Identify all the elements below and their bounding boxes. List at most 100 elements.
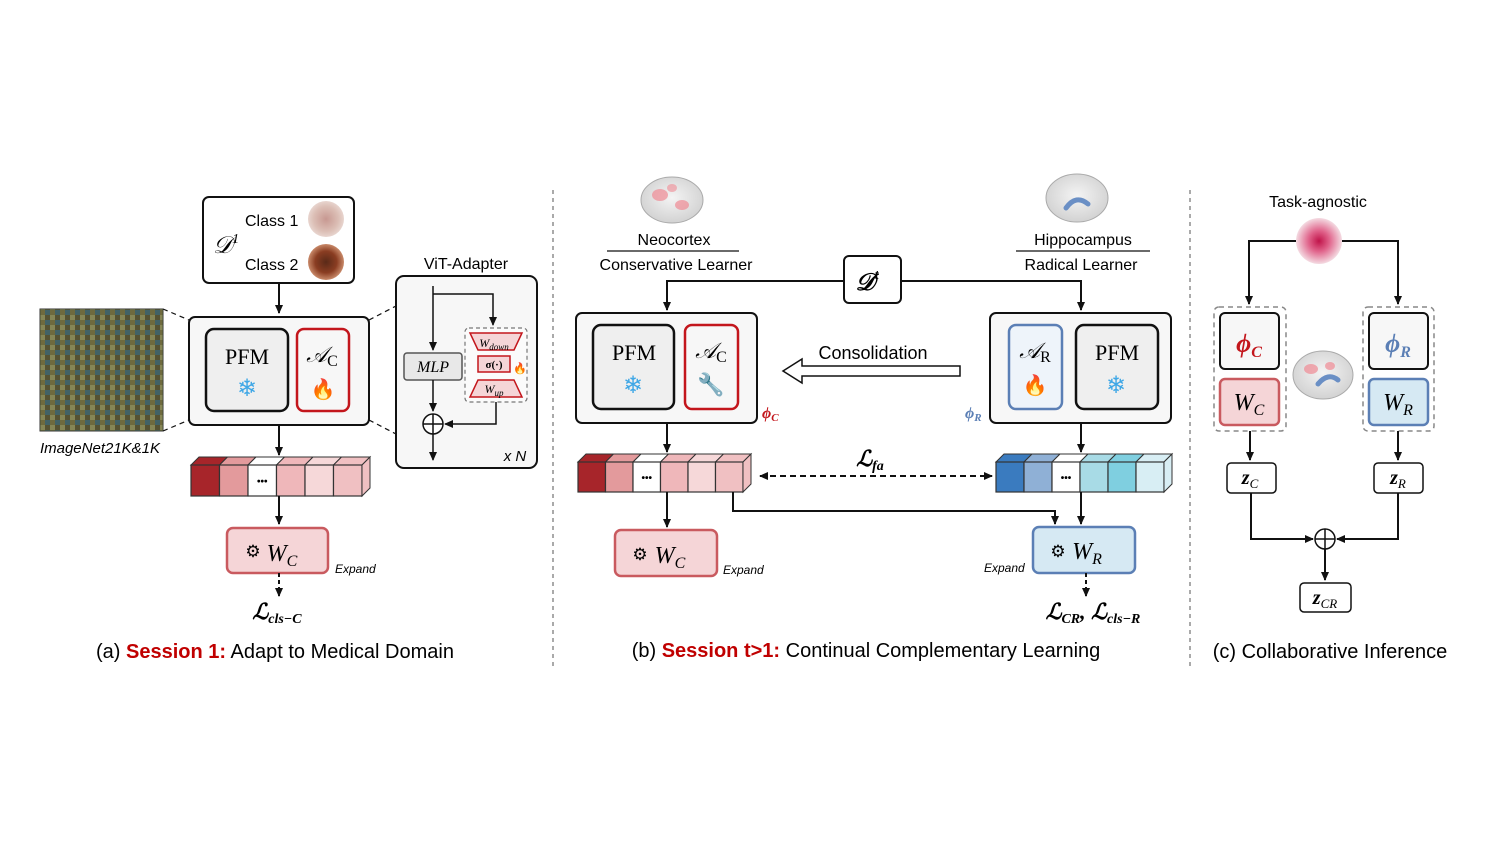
imagenet-label: ImageNet21K&1K <box>40 440 161 457</box>
sigma-label: σ(·) <box>486 359 503 371</box>
caption-c: (c) Collaborative Inference <box>1213 641 1448 663</box>
feature-cell <box>332 464 363 497</box>
zcr-label: zCR <box>1312 587 1337 611</box>
expand-label-r: Expand <box>984 561 1025 575</box>
brain-hippocampus-icon <box>1045 173 1109 223</box>
zr-label: zR <box>1389 467 1406 491</box>
dataset-dt-box <box>843 255 902 304</box>
adapter-r-box-b <box>1007 323 1064 411</box>
classifier-wc-box-b <box>613 528 719 578</box>
snowflake-icon: ❄ <box>623 372 643 399</box>
feature-cell <box>1107 461 1137 493</box>
feature-strip-r: ••• <box>994 452 1174 494</box>
feature-cell-side <box>742 452 752 494</box>
phi-r-label-b: ϕR <box>965 405 982 424</box>
neocortex-label: Neocortex <box>638 232 711 249</box>
task-agnostic-label: Task-agnostic <box>1269 194 1367 211</box>
phi-c-label-b: ϕC <box>762 405 779 424</box>
caption-a-session: Session 1: <box>126 641 226 663</box>
w-down-label: Wdown <box>479 336 509 352</box>
feature-cell-side <box>1163 452 1173 494</box>
expand-label-a: Expand <box>335 562 376 576</box>
w-down-shape <box>468 332 524 351</box>
feature-cell <box>1079 461 1109 493</box>
pfm-label-c: PFM <box>612 340 656 365</box>
test-image-lesion <box>1296 218 1342 264</box>
phi-r-label-c: ϕR <box>1385 329 1411 361</box>
gear-icon: ⚙ <box>1050 542 1065 562</box>
feature-cell-side <box>361 455 371 498</box>
consolidation-arrow <box>781 357 961 385</box>
fire-icon: 🔥 <box>311 377 336 401</box>
wrench-icon: 🔧 <box>697 371 724 398</box>
panel-a: 𝒟1 Class 1 Class 2 ImageNet21K&1K PFM ❄ … <box>39 196 538 663</box>
feature-cell <box>632 461 662 493</box>
pfm-label-r: PFM <box>1095 340 1139 365</box>
feature-cell <box>218 464 249 497</box>
pfm-label-a: PFM <box>225 344 269 369</box>
sigma-box <box>477 355 511 373</box>
class2-label: Class 2 <box>245 257 298 274</box>
classifier-wc-label-b: WC <box>655 543 686 572</box>
feature-cell <box>304 464 335 497</box>
feature-strip-a: ••• <box>189 455 372 498</box>
hippocampus-label: Hippocampus <box>1034 232 1132 249</box>
loss-cr-cls-r: ℒCR, ℒcls−R <box>1046 599 1141 627</box>
classifier-wc-box-a <box>225 526 330 575</box>
snowflake-icon: ❄ <box>1106 372 1126 399</box>
imagenet-mosaic-image <box>39 308 164 432</box>
w-up-label: Wup <box>485 382 505 398</box>
feature-cell <box>714 461 744 493</box>
feature-cell <box>275 464 306 497</box>
brain-icon-c <box>1292 350 1354 400</box>
conservative-learner-label: Conservative Learner <box>600 257 754 274</box>
caption-b-session: Session t>1: <box>662 640 780 662</box>
expand-label-c: Expand <box>723 563 764 577</box>
learner-c-dashed-group <box>1213 306 1287 432</box>
skin-lesion-image-2 <box>308 244 344 280</box>
zcr-box <box>1299 582 1352 613</box>
dataset-d1-sup: 1 <box>232 232 239 247</box>
wr-label-c: WR <box>1383 390 1413 419</box>
zc-label: zC <box>1241 467 1259 491</box>
w-up-shape <box>468 379 524 398</box>
feature-cell <box>190 464 221 497</box>
feature-cell <box>1051 461 1081 493</box>
repeat-label: x N <box>503 448 527 465</box>
phi-c-box <box>1219 312 1280 370</box>
feature-cell <box>995 461 1025 493</box>
feature-cell <box>577 461 607 493</box>
classifier-wc-label-a: WC <box>267 541 298 570</box>
radical-learner-label: Radical Learner <box>1025 257 1139 274</box>
pfm-box-a <box>204 327 290 413</box>
mlp-label: MLP <box>416 359 449 376</box>
panel-b: Neocortex Conservative Learner Hippocamp… <box>575 173 1174 662</box>
panel-c: Task-agnostic ϕC WC ϕR WR zC zR <box>1213 194 1448 663</box>
feature-cell <box>1023 461 1053 493</box>
skin-lesion-image-1 <box>308 201 344 237</box>
wc-box-c <box>1218 377 1281 427</box>
feature-strip-c: ••• <box>576 452 753 494</box>
brain-neocortex-icon <box>640 176 704 224</box>
phi-r-box <box>1368 312 1429 370</box>
feature-cell <box>604 461 634 493</box>
fire-icon-small: 🔥 <box>513 362 527 375</box>
feature-cell <box>247 464 278 497</box>
caption-a: (a) Session 1: Adapt to Medical Domain <box>96 641 454 663</box>
snowflake-icon: ❄ <box>237 375 257 402</box>
classifier-wr-label-b: WR <box>1072 539 1102 568</box>
pfm-box-c <box>591 323 676 411</box>
feature-cell <box>1135 461 1165 493</box>
gear-icon: ⚙ <box>632 545 647 565</box>
feature-ellipsis: ••• <box>257 477 268 488</box>
vit-adapter-title: ViT-Adapter <box>424 256 509 273</box>
class1-label: Class 1 <box>245 213 298 230</box>
wr-box-c <box>1367 377 1430 427</box>
feature-cell <box>659 461 689 493</box>
adapter-c-box-b <box>683 323 740 411</box>
phi-c-label-c: ϕC <box>1236 329 1262 361</box>
feature-cell <box>687 461 717 493</box>
feature-ellipsis: ••• <box>1061 473 1072 484</box>
loss-fa-label: ℒfa <box>856 446 884 474</box>
